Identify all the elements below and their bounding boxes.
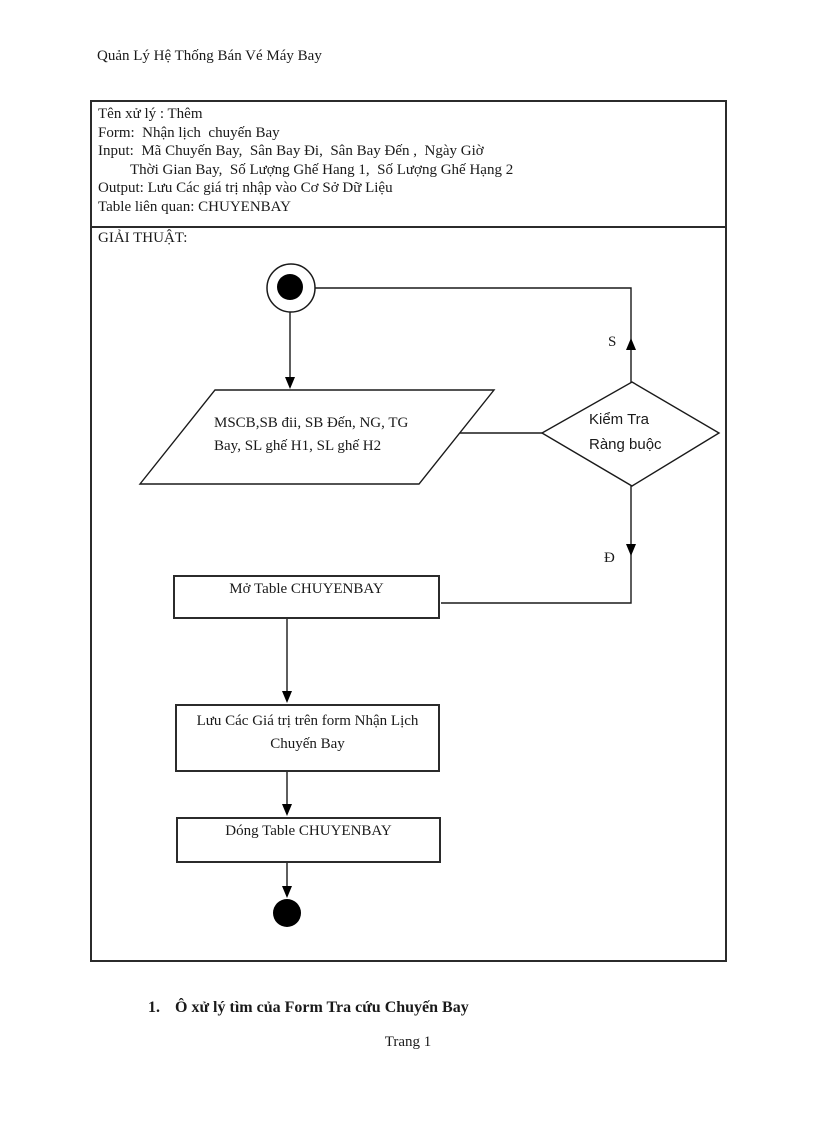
process-open-table-label: Mở Table CHUYENBAY xyxy=(229,581,384,597)
decision-text-line2: Ràng buộc xyxy=(589,436,662,453)
input-text-line1: MSCB,SB đii, SB Đến, NG, TG xyxy=(214,415,409,431)
input-parallelogram xyxy=(138,389,496,485)
info-line-input: Input: Mã Chuyến Bay, Sân Bay Đi, Sân Ba… xyxy=(98,143,484,159)
numbered-heading: 1. Ô xử lý tìm của Form Tra cứu Chuyến B… xyxy=(148,999,469,1017)
process-close-table-label: Dóng Table CHUYENBAY xyxy=(225,823,392,839)
arrowhead-up-false-branch xyxy=(626,338,636,350)
process-save-line1: Lưu Các Giá trị trên form Nhận Lịch xyxy=(196,713,419,729)
branch-label-false: S xyxy=(608,334,617,350)
arrowhead-into-save xyxy=(282,691,292,703)
page-number: Trang 1 xyxy=(384,1034,432,1050)
connector-true-to-open xyxy=(441,486,632,604)
info-line-form: Form: Nhận lịch chuyến Bay xyxy=(98,124,280,141)
arrowhead-into-end xyxy=(282,886,292,898)
algorithm-box xyxy=(90,226,727,962)
arrowhead-down-true-branch xyxy=(626,544,636,556)
connector-false-loop xyxy=(314,287,632,383)
process-info-box: Tên xử lý : Thêm Form: Nhận lịch chuyến … xyxy=(90,100,727,228)
decision-text-line1: Kiểm Tra xyxy=(589,411,650,428)
decision-diamond xyxy=(540,381,721,487)
info-line-input-continued: Thời Gian Bay, Số Lượng Ghế Hang 1, Số L… xyxy=(130,161,514,178)
numbered-heading-index: 1. xyxy=(148,999,160,1016)
decision-diamond-text: Kiểm Tra Ràng buộc xyxy=(589,407,709,457)
branch-label-true: Đ xyxy=(604,550,615,566)
info-line-output: Output: Lưu Các giá trị nhập vào Cơ Sở D… xyxy=(98,180,393,196)
end-node xyxy=(273,899,301,927)
arrowhead-into-close xyxy=(282,804,292,816)
input-text-line2: Bay, SL ghế H1, SL ghế H2 xyxy=(214,438,382,454)
arrowhead-into-input xyxy=(285,377,295,389)
algorithm-section-label: GIẢI THUẬT: xyxy=(98,230,188,246)
process-close-table: Dóng Table CHUYENBAY xyxy=(176,817,441,863)
process-open-table: Mở Table CHUYENBAY xyxy=(173,575,440,619)
start-node-core xyxy=(277,274,303,300)
process-save-line2: Chuyến Bay xyxy=(270,736,345,752)
input-parallelogram-text: MSCB,SB đii, SB Đến, NG, TG Bay, SL ghế … xyxy=(214,412,474,458)
info-line-table: Table liên quan: CHUYENBAY xyxy=(98,198,291,215)
process-save-values: Lưu Các Giá trị trên form Nhận Lịch Chuy… xyxy=(175,704,440,772)
numbered-heading-text: Ô xử lý tìm của Form Tra cứu Chuyến Bay xyxy=(175,999,469,1016)
info-line-ten-xu-ly: Tên xử lý : Thêm xyxy=(98,106,203,122)
document-header-title: Quản Lý Hệ Thống Bán Vé Máy Bay xyxy=(97,48,322,64)
